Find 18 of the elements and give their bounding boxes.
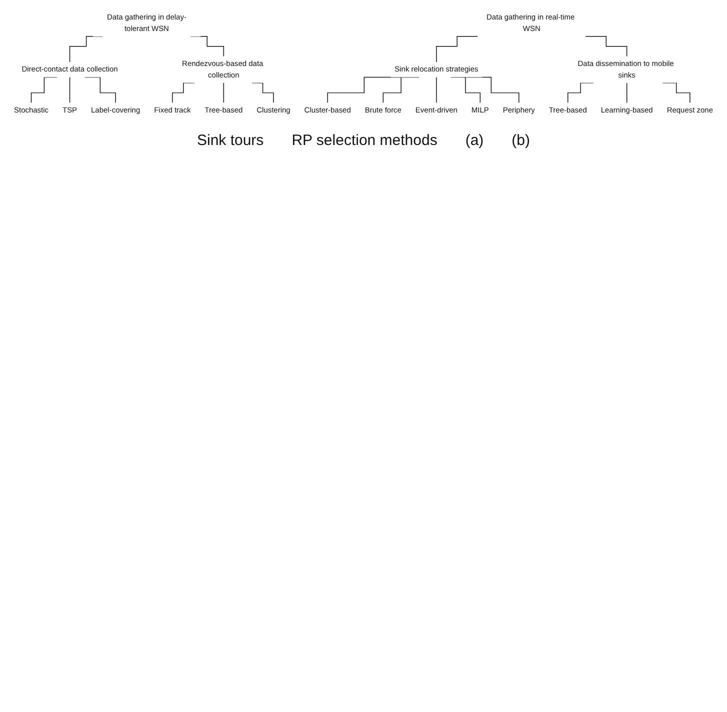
note-label: Sink tours bbox=[196, 132, 264, 149]
connector bbox=[626, 82, 628, 104]
connector bbox=[69, 76, 70, 104]
connector bbox=[30, 76, 58, 104]
connector bbox=[84, 76, 116, 104]
connector bbox=[382, 76, 420, 104]
note-label: RP selection methods bbox=[292, 132, 438, 149]
connector bbox=[436, 76, 437, 104]
connector bbox=[223, 82, 224, 104]
connector bbox=[327, 76, 402, 104]
note-label: (a) bbox=[465, 132, 484, 149]
connector bbox=[450, 76, 481, 104]
connector bbox=[463, 76, 520, 104]
connector bbox=[69, 36, 104, 62]
connector bbox=[436, 36, 478, 62]
connector bbox=[585, 36, 628, 57]
note-label: (b) bbox=[512, 132, 530, 149]
connector bbox=[190, 36, 224, 57]
